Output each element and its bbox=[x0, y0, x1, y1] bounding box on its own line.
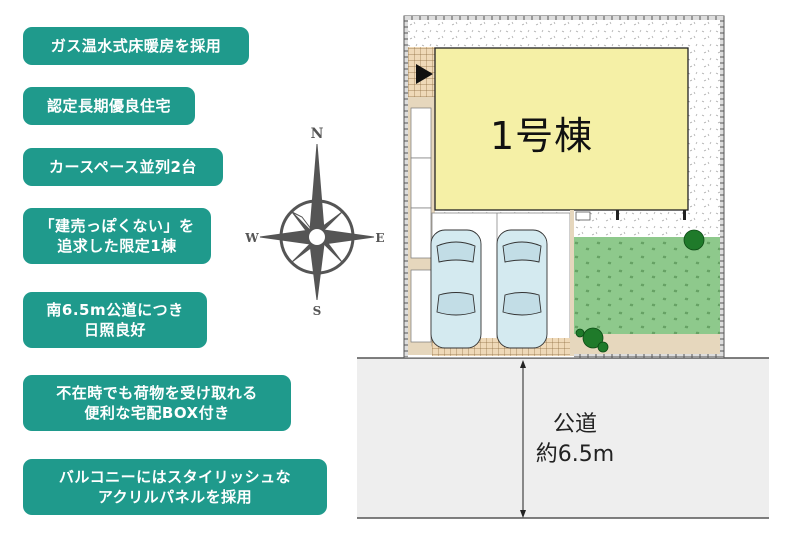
feature-text: アクリルパネルを採用 bbox=[97, 488, 253, 506]
feature-badge-long-term-housing: 認定長期優良住宅 bbox=[23, 87, 195, 125]
road bbox=[357, 358, 769, 518]
feature-text: 追求した限定1棟 bbox=[57, 237, 177, 255]
feature-badge-parking: カースペース並列2台 bbox=[23, 148, 223, 186]
feature-badge-floor-heating: ガス温水式床暖房を採用 bbox=[23, 27, 249, 65]
building-label: 1号棟 bbox=[490, 114, 594, 158]
compass-north: N bbox=[311, 126, 324, 142]
feature-text: 不在時でも荷物を受け取れる bbox=[56, 384, 258, 402]
feature-text: ガス温水式床暖房を採用 bbox=[50, 37, 222, 55]
feature-text: 「建売っぽくない」を bbox=[39, 217, 195, 235]
feature-text: 南6.5m公道につき bbox=[46, 301, 184, 319]
feature-badge-limited-one: 「建売っぽくない」を 追求した限定1棟 bbox=[23, 208, 211, 264]
feature-badge-delivery-box: 不在時でも荷物を受け取れる 便利な宅配BOX付き bbox=[23, 375, 291, 431]
compass-east: E bbox=[375, 231, 384, 245]
feature-text: カースペース並列2台 bbox=[49, 158, 197, 176]
compass-west: W bbox=[244, 231, 259, 245]
entrance-arrow-icon bbox=[416, 64, 433, 84]
feature-text: バルコニーにはスタイリッシュな bbox=[58, 468, 292, 486]
compass-south: S bbox=[313, 304, 322, 318]
feature-text: 認定長期優良住宅 bbox=[46, 97, 171, 115]
tree-icon bbox=[575, 229, 705, 353]
compass-rose-icon: N S W E bbox=[244, 126, 384, 318]
lawn bbox=[574, 237, 720, 334]
road-label: 公道 約6.5m bbox=[530, 410, 620, 470]
feature-badge-sunlight: 南6.5m公道につき 日照良好 bbox=[23, 292, 207, 348]
feature-text: 日照良好 bbox=[83, 321, 146, 339]
feature-text: 便利な宅配BOX付き bbox=[84, 404, 230, 422]
car-icon bbox=[430, 229, 548, 349]
road-width: 約6.5m bbox=[535, 442, 615, 467]
road-name: 公道 bbox=[552, 412, 597, 437]
building-1 bbox=[434, 47, 689, 211]
feature-badge-balcony: バルコニーにはスタイリッシュな アクリルパネルを採用 bbox=[23, 459, 327, 515]
